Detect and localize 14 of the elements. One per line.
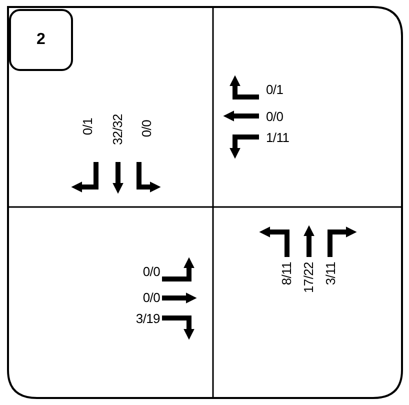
volume-count: 0/1 bbox=[81, 118, 95, 136]
panel-number: 2 bbox=[36, 31, 46, 49]
volume-count: 0/0 bbox=[142, 291, 160, 305]
volume-count: 0/0 bbox=[142, 265, 160, 279]
volume-count: 3/11 bbox=[324, 262, 338, 286]
panel-number-box bbox=[9, 9, 73, 71]
volume-count: 32/32 bbox=[111, 114, 125, 146]
volume-count: 0/1 bbox=[266, 83, 284, 97]
volume-count: 0/0 bbox=[266, 110, 284, 124]
volume-count: 0/0 bbox=[140, 120, 154, 138]
volume-count: 17/22 bbox=[302, 262, 316, 294]
volume-count: 3/19 bbox=[136, 312, 160, 326]
volume-count: 8/11 bbox=[280, 262, 294, 286]
volume-count: 1/11 bbox=[266, 131, 290, 145]
